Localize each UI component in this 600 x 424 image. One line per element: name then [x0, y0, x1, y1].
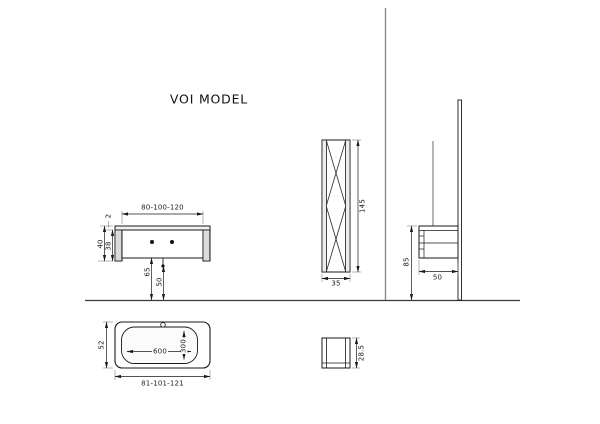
column-dimensions: [321, 139, 361, 282]
basin-top-view: [114, 321, 211, 369]
dim-body-height: 38: [104, 241, 113, 251]
dim-basin-width-options: 81-101-121: [141, 379, 184, 387]
cross-brace-lines: [326, 140, 346, 272]
column-top-view: [321, 337, 351, 369]
fixing-point-right: [170, 240, 174, 244]
dim-bowl-width: 600: [152, 347, 168, 355]
vanity-front-dimensions: [98, 211, 204, 301]
dim-profile-depth: 28.5: [357, 344, 365, 362]
dim-side-depth: 50: [432, 273, 443, 281]
drawing-title: VOI MODEL: [169, 91, 249, 107]
dim-column-height: 145: [358, 199, 366, 213]
dim-outlet-height-50: 50: [155, 277, 163, 287]
dim-bowl-depth: 300: [179, 337, 188, 354]
side-view: [418, 99, 462, 301]
end-panel-hatching: [116, 230, 210, 261]
dim-front-width-options: 80-100-120: [141, 203, 184, 212]
column-top-dimensions: [352, 337, 360, 369]
column-front-view: [321, 139, 351, 273]
drain-point: [161, 264, 165, 268]
dim-total-height: 40: [96, 238, 104, 249]
dim-column-width: 35: [331, 279, 341, 287]
dim-basin-depth: 52: [97, 340, 105, 350]
wall-panel: [457, 99, 462, 301]
dim-side-height: 85: [402, 257, 410, 267]
fixing-point-left: [150, 240, 154, 244]
side-view-dimensions: [407, 225, 459, 301]
vanity-front-view: [114, 225, 211, 268]
faucet-hole: [160, 322, 166, 328]
dim-top-thickness: 2: [104, 213, 112, 219]
dim-outlet-height-65: 65: [143, 267, 151, 277]
